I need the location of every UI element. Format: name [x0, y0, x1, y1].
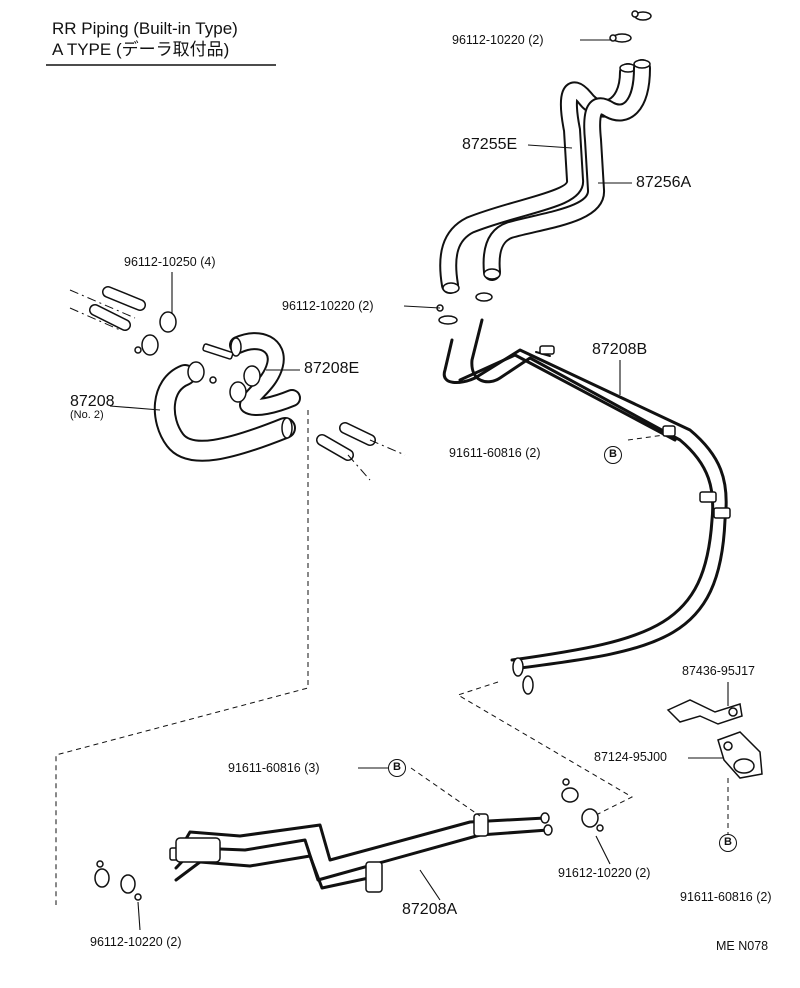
diagram-code: ME N078	[716, 939, 769, 953]
ref-b-3: B	[719, 834, 737, 852]
ref-b-2: B	[388, 759, 406, 777]
label-bolt-b3: 91611-60816 (2)	[680, 890, 772, 904]
label-bolt-b1: 91611-60816 (2)	[449, 446, 541, 460]
hose-87256a	[482, 59, 651, 281]
clamp-bottom	[94, 860, 142, 901]
pipe-87208b	[442, 318, 731, 695]
clamp-mid	[436, 292, 493, 325]
label-87208-sub: (No. 2)	[70, 409, 104, 421]
label-87256a: 87256A	[636, 174, 692, 191]
pipe-87208a	[169, 812, 553, 893]
label-clamp-top: 96112-10220 (2)	[452, 33, 544, 47]
label-87124: 87124-95J00	[594, 750, 667, 764]
title-line-2: A TYPE (デーラ取付品)	[52, 40, 230, 59]
label-87208b: 87208B	[592, 341, 648, 358]
clamp-left	[134, 311, 261, 403]
ref-b-1: B	[604, 446, 622, 464]
hose-87255e	[439, 63, 637, 294]
label-clamp-bottom: 96112-10220 (2)	[90, 935, 182, 949]
label-87436: 87436-95J17	[682, 664, 755, 678]
bracket-87124	[717, 731, 763, 779]
label-clamp-mid: 96112-10220 (2)	[282, 299, 374, 313]
hose-87208e	[229, 332, 301, 416]
ghost-hose-lower	[316, 422, 406, 481]
label-clamp-right: 91612-10220 (2)	[558, 866, 651, 880]
label-clamp-left: 96112-10250 (4)	[124, 255, 216, 269]
clamp-right	[561, 778, 604, 832]
leader-lines	[109, 39, 729, 931]
title-line-1: RR Piping (Built-in Type)	[52, 19, 238, 38]
ghost-hose-upper	[69, 286, 146, 331]
clamp-top	[609, 10, 652, 43]
guide-lines	[55, 410, 729, 905]
label-87255e: 87255E	[462, 136, 518, 153]
hose-87208-no2	[153, 364, 296, 462]
label-87208e: 87208E	[304, 360, 360, 377]
label-87208a: 87208A	[402, 901, 458, 918]
label-bolt-b2: 91611-60816 (3)	[228, 761, 320, 775]
bracket-87436	[666, 699, 743, 725]
label-87208: 87208	[70, 393, 115, 410]
